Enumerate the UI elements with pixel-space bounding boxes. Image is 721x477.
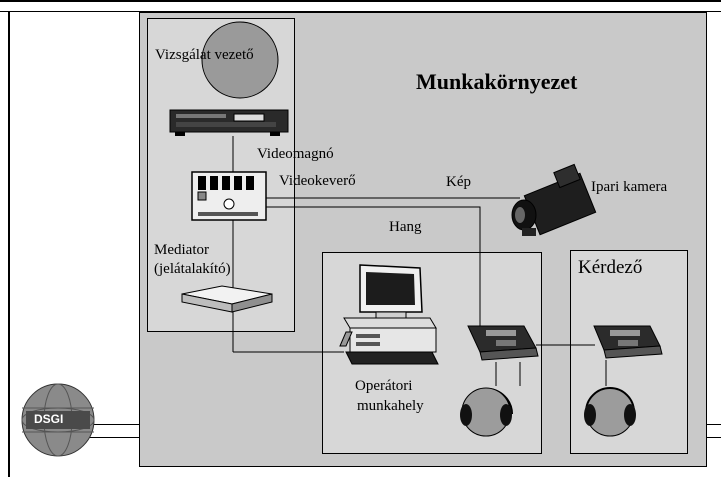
operator-phone-device <box>467 325 539 361</box>
camera-device <box>511 163 597 236</box>
left-frame-line <box>8 12 10 477</box>
operator-computer <box>339 264 439 365</box>
dsgi-logo <box>21 383 95 457</box>
sound-label: Hang <box>389 219 422 235</box>
mediator-label: Mediator <box>154 242 209 258</box>
operator-sublabel: munkahely <box>357 398 424 414</box>
mixer-label: Videokeverő <box>279 173 356 189</box>
vcr-label: Videomagnó <box>257 146 334 162</box>
logo-text: DSGI <box>34 412 64 426</box>
operator-label: Operátori <box>355 378 413 394</box>
supervisor-circle <box>201 21 279 99</box>
interviewer-label: Kérdező <box>578 257 643 278</box>
interviewer-headset <box>584 387 636 437</box>
mediator-device <box>181 285 273 313</box>
cable-lines <box>232 136 607 386</box>
interviewer-phone-device <box>593 325 663 359</box>
operator-headset <box>460 387 513 437</box>
workspace-title: Munkakörnyezet <box>416 69 578 94</box>
vcr-device <box>169 109 289 136</box>
top-frame-bar <box>0 0 721 12</box>
video-mixer-device <box>191 171 267 221</box>
camera-label: Ipari kamera <box>591 179 668 195</box>
mediator-sublabel: (jelátalakító) <box>154 261 231 277</box>
image-label: Kép <box>446 174 471 190</box>
supervisor-label: Vizsgálat vezető <box>155 47 254 63</box>
